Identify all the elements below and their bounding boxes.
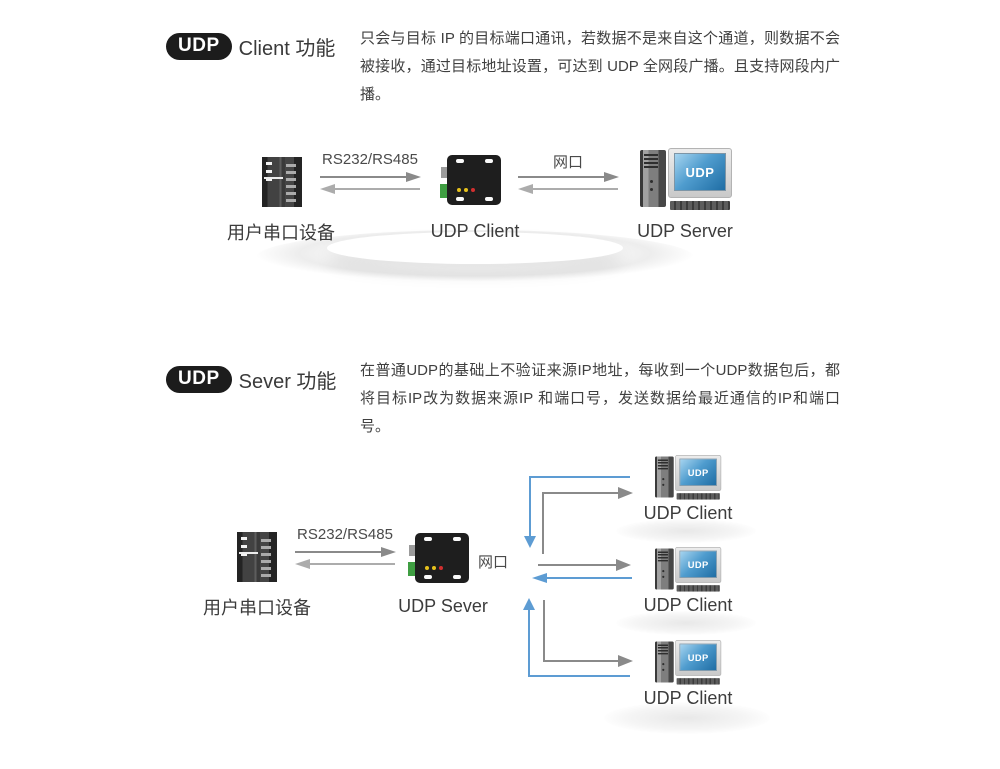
serial-device-bars bbox=[261, 539, 271, 579]
udp-client-title: Client 功能 bbox=[238, 37, 336, 60]
terminal-block-icon bbox=[408, 562, 415, 576]
computer-keyboard-icon bbox=[670, 201, 730, 210]
udp-sever-device-icon bbox=[408, 533, 469, 583]
udp-badge: UDP bbox=[166, 365, 232, 393]
udp-client-device-icon bbox=[440, 155, 501, 205]
computer-monitor-icon: UDP bbox=[668, 148, 732, 198]
monitor-screen-text: UDP bbox=[687, 651, 709, 663]
arrow-from-client1-icon bbox=[524, 476, 630, 548]
computer-tower-icon bbox=[640, 150, 666, 207]
arrow-left-icon bbox=[518, 184, 618, 194]
udp-client-heading: UDP Client 功能 bbox=[166, 31, 335, 61]
fanout-arrows-icon bbox=[523, 476, 633, 677]
serial-device-icon bbox=[262, 157, 302, 207]
udp-client-computer-icon: UDP bbox=[655, 640, 722, 685]
udp-badge: UDP bbox=[166, 32, 232, 60]
computer-tower-icon bbox=[655, 548, 674, 590]
udp-server-title: Sever 功能 bbox=[238, 370, 337, 393]
computer-keyboard-icon bbox=[676, 678, 720, 685]
arrow-from-client2-icon bbox=[532, 573, 632, 583]
serial-device-icon bbox=[237, 532, 277, 582]
ethernet-link-arrows-icon bbox=[518, 172, 619, 194]
arrow-to-client2-icon bbox=[538, 559, 631, 571]
arrow-left-icon bbox=[295, 559, 395, 569]
arrow-right-icon bbox=[518, 172, 619, 182]
rs232-link-arrows-icon bbox=[320, 172, 421, 194]
udp-server-label: UDP Server bbox=[637, 221, 733, 241]
udp-client3-label: UDP Client bbox=[643, 688, 733, 708]
computer-monitor-icon: UDP bbox=[675, 547, 722, 583]
monitor-screen-text: UDP bbox=[685, 164, 715, 180]
serial-device-line bbox=[264, 177, 283, 179]
udp-sever-device-label: UDP Sever bbox=[398, 596, 488, 616]
serial-device-label: 用户串口设备 bbox=[227, 223, 335, 243]
screw-icon bbox=[456, 159, 464, 163]
serial-device-ticks bbox=[241, 537, 247, 556]
monitor-screen-text: UDP bbox=[687, 558, 709, 570]
rs232-link-label: RS232/RS485 bbox=[297, 526, 393, 543]
arrow-right-icon bbox=[320, 172, 421, 182]
computer-keyboard-icon bbox=[676, 585, 720, 592]
client1-shadow bbox=[616, 519, 756, 543]
arrow-right-icon bbox=[295, 547, 396, 557]
udp-server-heading: UDP Sever 功能 bbox=[166, 364, 336, 394]
serial-device-label: 用户串口设备 bbox=[203, 598, 311, 618]
terminal-block-icon bbox=[440, 184, 447, 198]
udp-client-device-label: UDP Client bbox=[430, 221, 520, 241]
client3-shadow bbox=[604, 702, 770, 734]
computer-tower-icon bbox=[655, 641, 674, 683]
computer-monitor-icon: UDP bbox=[675, 455, 722, 491]
screw-icon bbox=[424, 537, 432, 541]
ethernet-link-label: 网口 bbox=[552, 154, 583, 171]
client2-shadow bbox=[616, 611, 756, 635]
computer-keyboard-icon bbox=[676, 493, 720, 500]
udp-client-computer-icon: UDP bbox=[655, 455, 722, 500]
rs232-link-label: RS232/RS485 bbox=[322, 151, 418, 168]
udp-server-description: 在普通UDP的基础上不验证来源IP地址，每收到一个UDP数据包后，都将目标IP改… bbox=[360, 362, 840, 435]
diagram1-platform-shadow bbox=[255, 230, 695, 286]
ethernet-link-label: 网口 bbox=[477, 554, 508, 571]
monitor-screen-text: UDP bbox=[687, 466, 709, 478]
rs232-link-arrows-icon bbox=[295, 547, 396, 569]
udp-client2-label: UDP Client bbox=[643, 595, 733, 615]
serial-port-icon bbox=[441, 167, 447, 178]
status-leds-icon bbox=[457, 188, 461, 192]
serial-device-ticks bbox=[266, 162, 272, 181]
udp-client-computer-icon: UDP bbox=[655, 547, 722, 592]
arrow-left-icon bbox=[320, 184, 420, 194]
arrow-to-client1-icon bbox=[542, 487, 633, 554]
computer-tower-icon bbox=[655, 456, 674, 498]
serial-device-line bbox=[239, 552, 258, 554]
udp-server-computer-icon: UDP bbox=[640, 148, 732, 210]
computer-monitor-icon: UDP bbox=[675, 640, 722, 676]
arrow-to-client3-icon bbox=[543, 600, 633, 667]
status-leds-icon bbox=[425, 566, 429, 570]
serial-port-icon bbox=[409, 545, 415, 556]
serial-device-bars bbox=[286, 164, 296, 204]
arrow-from-client3-icon bbox=[523, 598, 630, 677]
udp-client1-label: UDP Client bbox=[643, 503, 733, 523]
udp-client-description: 只会与目标 IP 的目标端口通讯，若数据不是来自这个通道，则数据不会被接收，通过… bbox=[360, 30, 840, 103]
